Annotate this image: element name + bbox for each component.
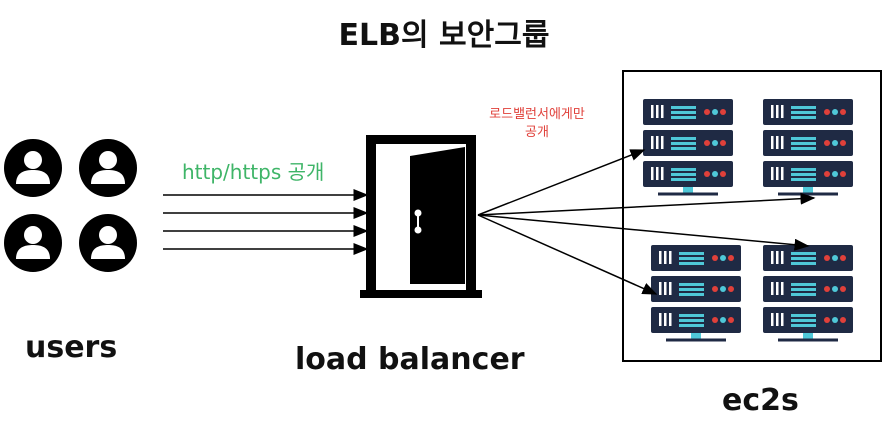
http-arrows: [163, 189, 369, 255]
server-rack-icon: [651, 245, 741, 341]
server-rack-icon: [763, 245, 853, 341]
arrow-icon: [477, 149, 646, 216]
page-title: ELB의 보안그룹: [338, 18, 550, 53]
arrow-icon: [477, 192, 816, 216]
load-balancer-label: load balancer: [295, 342, 525, 377]
lb-only-label-line2: 공개: [525, 125, 549, 140]
users-group: [4, 139, 137, 272]
http-public-label: http/https 공개: [182, 160, 325, 184]
arrow-icon: [477, 214, 658, 295]
server-rack-icon: [763, 99, 853, 195]
lb-only-label-line1: 로드밸런서에게만: [489, 107, 585, 122]
users-label: users: [25, 330, 118, 365]
arrow-icon: [477, 214, 810, 251]
server-rack-icon: [643, 99, 733, 195]
user-icon: [79, 139, 137, 197]
user-icon: [4, 214, 62, 272]
lb-only-label: 로드밸런서에게만 공개: [482, 106, 592, 142]
ec2-arrows: [477, 149, 816, 295]
user-icon: [79, 214, 137, 272]
ec2s-label: ec2s: [722, 383, 799, 418]
door-icon: [360, 135, 482, 298]
user-icon: [4, 139, 62, 197]
